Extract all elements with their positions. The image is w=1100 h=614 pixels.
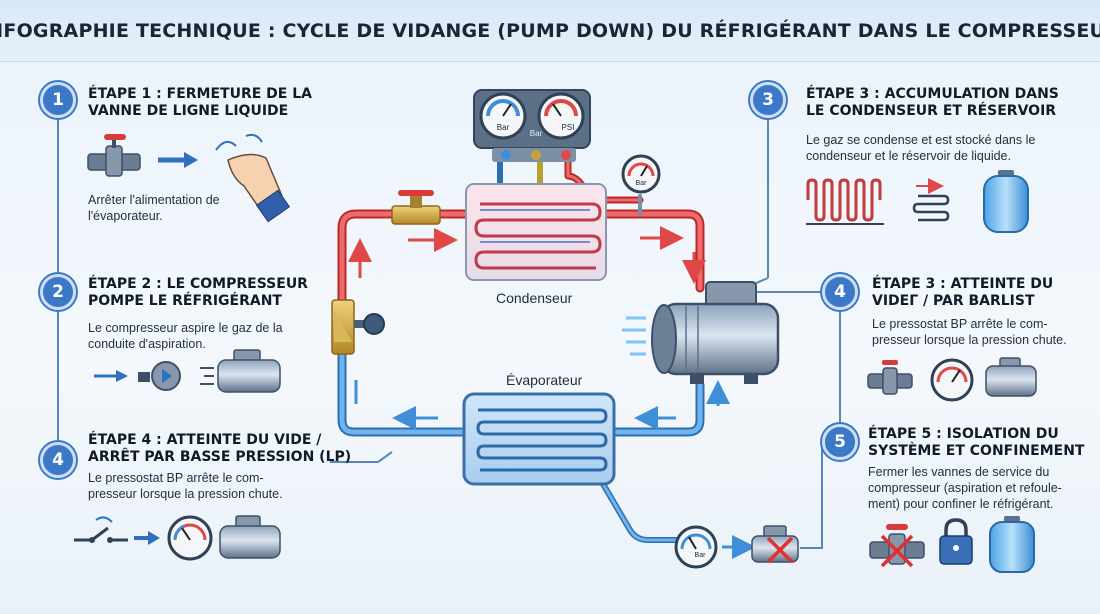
step-text: Le gaz se condense et est stocké dans le (806, 133, 1036, 147)
step-badge: 3 (750, 82, 786, 118)
step-badge: 2 (40, 274, 76, 310)
gauge-label-psi: PSI (562, 123, 575, 132)
step-title: ÉTAPE 4 : ATTEINTE DU VIDE / (88, 432, 322, 448)
evaporator-label: Évaporateur (506, 372, 583, 388)
receiver-tank-icon (989, 516, 1035, 573)
step-text: compresseur (aspiration et refoule- (868, 481, 1062, 495)
step-title: SYSTÈME ET CONFINEMENT (868, 443, 1085, 459)
step-text: l'évaporateur. (88, 209, 163, 223)
manifold-gauge-set (473, 89, 591, 162)
step-badge: 4 (40, 442, 76, 478)
step-title: POMPE LE RÉFRIGÉRANT (88, 293, 282, 309)
compressor-icon (985, 357, 1037, 397)
connector-lines (57, 118, 841, 549)
step-title: ÉTAPE 3 : ACCUMULATION DANS (806, 86, 1059, 102)
step-text: Le compresseur aspire le gaz de la (88, 321, 283, 335)
step-title: ÉTAPE 2 : LE COMPRESSEUR (88, 276, 308, 292)
gauge-label-mid: Bar (530, 129, 543, 138)
service-valve (331, 299, 385, 355)
condenser-coil-icon (806, 178, 884, 225)
flow-arrows (348, 226, 730, 430)
compressor-icon (200, 349, 281, 393)
title-bar: INFOGRAPHIE TECHNIQUE : CYCLE DE VIDANGE… (0, 0, 1100, 62)
padlock-icon (939, 518, 973, 565)
crossed-valve-icon (869, 524, 925, 568)
step-text: Le pressostat BP arrête le com- (88, 471, 264, 485)
hand-turning-icon (215, 133, 291, 223)
step-title: ARRÊT PAR BASSE PRESSION (LP) (88, 449, 352, 465)
condenser (465, 183, 607, 281)
page-title: INFOGRAPHIE TECHNIQUE : CYCLE DE VIDANGE… (0, 19, 1100, 42)
step-title: VIDEГ / PAR BARLIST (872, 293, 1035, 309)
step-badge: 5 (822, 424, 858, 460)
arrow-right-icon (134, 531, 160, 545)
arrow-right-icon (94, 370, 128, 382)
step-title: LE CONDENSEUR ET RÉSERVOIR (806, 103, 1057, 119)
switch-icon (74, 516, 128, 543)
step-text: Fermer les vannes de service du (868, 465, 1050, 479)
condenser-label: Condenseur (496, 290, 573, 306)
step-text: Le pressostat BP arrête le com- (872, 317, 1048, 331)
step-title: ÉTAPE 3 : ATTEINTE DU (872, 276, 1054, 292)
step-title: ÉTAPE 1 : FERMETURE DE LA (88, 86, 312, 102)
suction-gauge (674, 525, 718, 569)
compressor-icon (219, 515, 281, 559)
step-title: VANNE DE LIGNE LIQUIDE (88, 103, 289, 119)
compressor (622, 281, 780, 384)
step-badge: 1 (40, 82, 76, 118)
receiver-tank-icon (983, 170, 1029, 233)
crossed-compressor-icon (751, 525, 799, 564)
step-text: presseur lorsque la pression chute. (872, 333, 1067, 347)
refrigerant-loop (337, 146, 705, 543)
arrow-right-icon (158, 152, 198, 168)
gauge-label-bar: Bar (497, 123, 510, 132)
pump-icon (138, 361, 181, 391)
step-text: condenseur et le réservoir de liquide. (806, 149, 1011, 163)
step-text: Arrêter l'alimentation de (88, 193, 220, 207)
pressure-gauge-icon (930, 358, 974, 402)
valve-icon (867, 360, 913, 395)
discharge-gauge (621, 154, 661, 194)
gauge-label-bottom: Bar (695, 552, 707, 559)
valve-icon (87, 134, 141, 177)
step-text: presseur lorsque la pression chute. (88, 487, 283, 501)
liquid-line-valve (391, 190, 441, 225)
step-text: conduite d'aspiration. (88, 337, 206, 351)
step-title: ÉTAPE 5 : ISOLATION DU (868, 426, 1059, 442)
gauge-label-single: Bar (636, 180, 648, 187)
step-text: ment) pour confiner le réfrigérant. (868, 497, 1054, 511)
pressure-gauge-icon (167, 515, 213, 561)
step-badge: 4 (822, 274, 858, 310)
evaporator (462, 392, 616, 486)
condenser-coil-icon (912, 194, 950, 222)
